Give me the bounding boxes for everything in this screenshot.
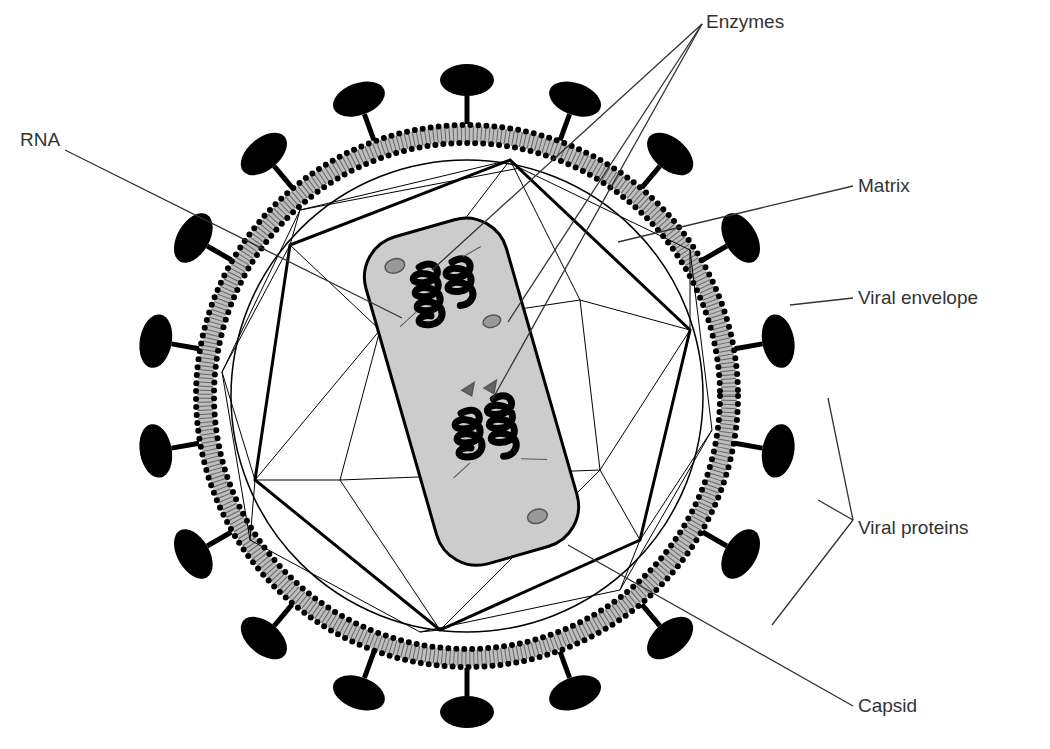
part-label: Viral proteins bbox=[858, 518, 969, 539]
rna-strands bbox=[405, 252, 526, 469]
capsid-icosahedron bbox=[222, 160, 712, 632]
viral-envelope bbox=[196, 125, 738, 667]
part-label: Capsid bbox=[858, 696, 917, 717]
part-label: RNA bbox=[20, 130, 60, 151]
capsid-core bbox=[354, 208, 588, 575]
part-label: Viral envelope bbox=[858, 288, 978, 309]
enzymes bbox=[383, 235, 557, 544]
viral-protein-spikes bbox=[135, 64, 798, 728]
part-label: Enzymes bbox=[706, 12, 784, 33]
core-fibres bbox=[385, 245, 547, 488]
leader-lines bbox=[65, 24, 853, 706]
part-label: Matrix bbox=[858, 176, 910, 197]
